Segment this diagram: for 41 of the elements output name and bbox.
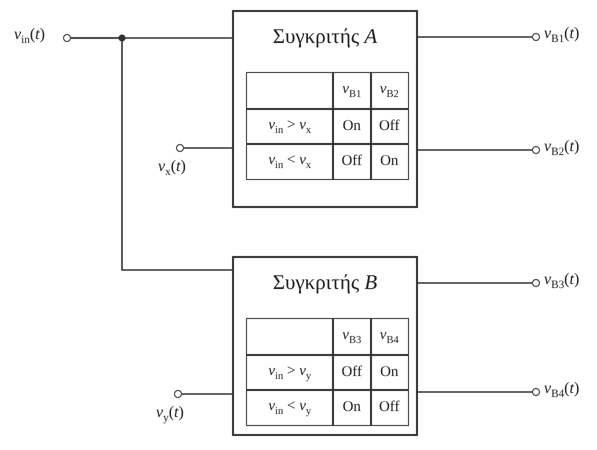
table-cell: On	[332, 389, 372, 426]
table-cell: Off	[370, 389, 408, 426]
table-cell: v$_{B1}$	[332, 72, 372, 110]
signal-label: v$_{B1}$(t)	[544, 25, 580, 46]
signal-label: v$_{y}$(t)	[156, 404, 184, 424]
comparator-title: Συγκριτής A	[272, 24, 378, 49]
wire	[184, 147, 232, 149]
table-cell: Off	[332, 143, 372, 180]
signal-label: v$_{B2}$(t)	[544, 138, 580, 158]
signal-label: v$_{in}$(t)	[14, 26, 45, 46]
table-cell: Off	[332, 354, 372, 390]
table-cell: v$_{in}$ > v$_{y}$	[246, 354, 334, 390]
table-cell: v$_{B3}$	[332, 318, 372, 356]
wire	[418, 36, 532, 38]
wire	[418, 282, 532, 284]
table-cell: v$_{in}$ < v$_{x}$	[246, 143, 334, 180]
terminal-circle	[532, 146, 540, 154]
table-cell: On	[332, 108, 372, 144]
table-cell: v$_{B4}$	[370, 318, 408, 356]
comparator-box	[232, 256, 418, 436]
terminal-circle	[532, 388, 540, 396]
terminal-circle	[174, 390, 182, 398]
table-cell: v$_{in}$ > v$_{x}$	[246, 108, 334, 144]
table-cell: Off	[370, 108, 408, 144]
table-cell: On	[370, 143, 408, 180]
terminal-circle	[532, 33, 540, 41]
wire	[418, 149, 532, 151]
signal-label: v$_{B3}$(t)	[544, 271, 580, 292]
comparator-title: Συγκριτής B	[272, 270, 378, 295]
wire	[182, 393, 232, 395]
wire	[418, 391, 532, 393]
table-cell: On	[370, 354, 408, 390]
signal-label: v$_{x}$(t)	[158, 158, 186, 178]
signal-label: v$_{B4}$(t)	[544, 380, 580, 400]
table-cell: v$_{in}$ < v$_{y}$	[246, 389, 334, 426]
table-cell: v$_{B2}$	[370, 72, 408, 110]
terminal-circle	[176, 144, 184, 152]
terminal-circle	[63, 34, 71, 42]
comparator-box	[232, 10, 418, 208]
terminal-circle	[532, 279, 540, 287]
wire	[71, 37, 232, 271]
